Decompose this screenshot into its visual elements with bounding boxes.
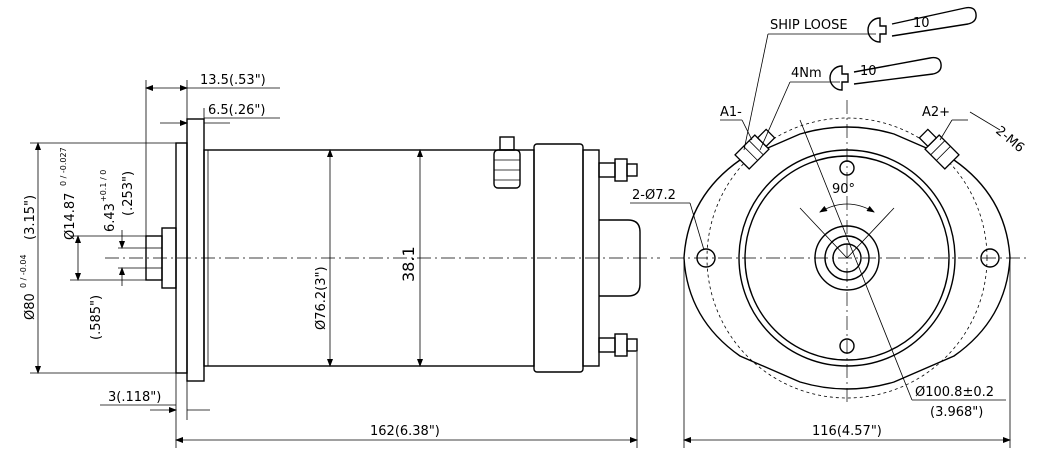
torque-label: 4Nm	[791, 66, 822, 81]
terminal-a1-label: A1-	[720, 105, 742, 120]
wrench-size-2: 10	[860, 64, 877, 79]
dim-585: (.585")	[89, 295, 104, 340]
shaft-end	[832, 243, 862, 273]
dim-dia14: Ø14.87	[63, 193, 78, 240]
terminal-a2-label: A2+	[922, 105, 950, 120]
end-cap-rim	[582, 149, 600, 367]
ship-loose-label: SHIP LOOSE	[770, 18, 848, 33]
bolt-circle	[706, 117, 988, 399]
flange-plate	[186, 118, 205, 382]
terminal-a2	[918, 128, 960, 170]
dim-253: (.253")	[121, 171, 136, 216]
dia100-label: Ø100.8±0.2	[915, 385, 994, 400]
dim-dia80-tol: 0 / -0.04	[19, 254, 28, 288]
dim-3: 3(.118")	[108, 390, 161, 405]
dim-162: 162(6.38")	[370, 424, 440, 439]
end-view: SHIP LOOSE 10 4Nm 10 A1- A2+ 2-M6 2-Ø7.2…	[630, 6, 1030, 448]
dim-38-1: 38.1	[399, 246, 418, 282]
terminal-stud-top	[598, 162, 616, 178]
boss-outer	[814, 225, 880, 291]
end-cap-outer	[738, 149, 956, 367]
mount-hole-right	[980, 248, 1000, 268]
wrench-size-1: 10	[913, 16, 930, 31]
dim-13-5: 13.5(.53")	[200, 73, 266, 88]
dim-dia14-tol: 0 / -0.027	[59, 147, 68, 186]
terminal-a1	[734, 128, 776, 170]
angle-label: 90°	[832, 182, 855, 197]
hole-top	[839, 160, 855, 176]
dim-dia80-in: (3.15")	[23, 195, 38, 240]
terminal-stud-bottom	[598, 337, 616, 353]
dim-116: 116(4.57")	[812, 424, 882, 439]
dia100-in-label: (3.968")	[930, 405, 983, 420]
thread-label: 2-M6	[992, 124, 1027, 156]
dim-6-43-tol: +0.1 / 0	[99, 170, 108, 202]
side-view: 13.5(.53") 6.5(.26") 3(.118") 162(6.38")…	[19, 73, 660, 448]
breather-fitting	[499, 136, 515, 151]
dim-6-5: 6.5(.26")	[208, 103, 265, 118]
wrench-icon	[829, 56, 942, 91]
dim-dia76: Ø76.2(3")	[314, 266, 329, 330]
dim-6-43: 6.43	[103, 203, 118, 232]
holes-label: 2-Ø7.2	[632, 188, 676, 203]
mount-hole-left	[696, 248, 716, 268]
terminal-boss	[599, 219, 641, 297]
hole-bottom	[839, 338, 855, 354]
wrench-icon	[867, 6, 977, 43]
dim-dia80: Ø80	[23, 293, 38, 320]
